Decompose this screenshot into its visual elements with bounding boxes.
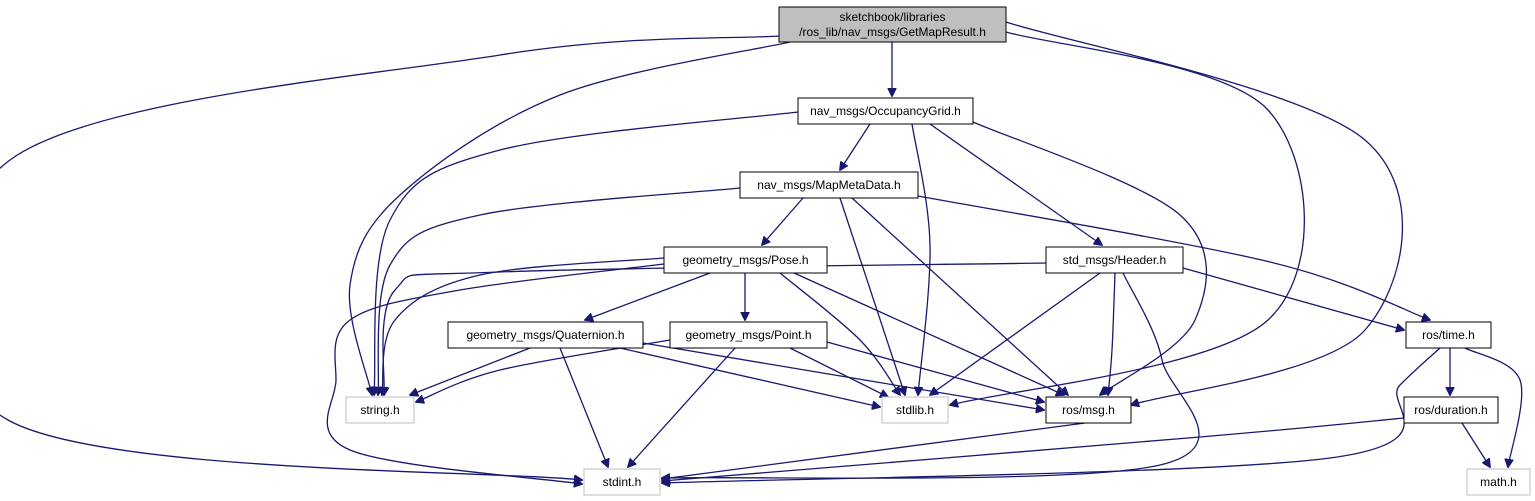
node-box xyxy=(1403,396,1499,424)
node-box xyxy=(1045,396,1132,424)
node-label: ros/duration.h xyxy=(1414,403,1487,417)
node-occupancy[interactable]: nav_msgs/OccupancyGrid.h xyxy=(797,97,974,125)
node-box xyxy=(739,171,919,199)
edge-occupancy-to-header xyxy=(929,123,1102,245)
node-box xyxy=(447,321,644,349)
node-mapmeta[interactable]: nav_msgs/MapMetaData.h xyxy=(739,171,919,199)
edge-header-to-stdint xyxy=(662,272,1200,478)
node-box xyxy=(663,246,828,274)
edge-root-to-stdlib xyxy=(950,31,1305,405)
node-label: nav_msgs/OccupancyGrid.h xyxy=(810,104,961,118)
edge-root-to-stdint xyxy=(0,35,780,480)
edge-pose-to-stdlib xyxy=(779,272,900,395)
edge-pose-to-msg xyxy=(793,272,1064,395)
edge-occupancy-to-mapmeta xyxy=(840,123,871,170)
node-box xyxy=(345,396,415,424)
node-root[interactable]: sketchbook/libraries/ros_lib/nav_msgs/Ge… xyxy=(778,6,1007,43)
edge-msg-to-stdint xyxy=(662,422,1086,479)
edge-occupancy-to-msg xyxy=(972,121,1208,395)
edge-header-to-string xyxy=(383,262,1047,395)
node-header[interactable]: std_msgs/Header.h xyxy=(1045,246,1184,274)
node-pose[interactable]: geometry_msgs/Pose.h xyxy=(663,246,828,274)
edge-quat-to-string xyxy=(410,347,531,395)
node-string[interactable]: string.h xyxy=(345,396,415,424)
node-label: stdint.h xyxy=(603,475,642,489)
edge-header-to-time xyxy=(1182,267,1404,330)
edge-root-to-string xyxy=(348,41,791,395)
edge-time-to-stdint xyxy=(662,347,1441,483)
node-box xyxy=(669,321,828,349)
node-label: geometry_msgs/Quaternion.h xyxy=(466,328,624,342)
edge-occupancy-to-string xyxy=(374,111,799,395)
node-quat[interactable]: geometry_msgs/Quaternion.h xyxy=(447,321,644,349)
node-box xyxy=(797,97,974,125)
edge-point-to-string xyxy=(416,339,671,402)
node-label: std_msgs/Header.h xyxy=(1063,253,1166,267)
node-label: geometry_msgs/Pose.h xyxy=(682,253,808,267)
edge-mapmeta-to-string xyxy=(378,187,741,395)
node-stdint[interactable]: stdint.h xyxy=(583,468,661,496)
node-time[interactable]: ros/time.h xyxy=(1405,321,1492,349)
edge-header-to-stdlib xyxy=(930,272,1101,395)
edge-header-to-msg xyxy=(1108,272,1116,395)
node-label: ros/time.h xyxy=(1422,328,1475,342)
node-label: stdlib.h xyxy=(896,403,934,417)
edge-time-to-math xyxy=(1464,347,1523,467)
node-label: ros/msg.h xyxy=(1062,403,1115,417)
edge-mapmeta-to-msg xyxy=(851,197,1068,395)
edge-duration-to-stdint xyxy=(662,417,1405,481)
edge-pose-to-stdint xyxy=(326,263,665,484)
edge-point-to-stdint xyxy=(628,347,736,467)
node-label: geometry_msgs/Point.h xyxy=(685,328,811,342)
edge-quat-to-msg xyxy=(642,342,1044,410)
node-label: string.h xyxy=(360,403,399,417)
node-label: math.h xyxy=(1480,475,1517,489)
edges-layer xyxy=(0,21,1523,484)
edge-quat-to-stdlib xyxy=(619,347,880,407)
node-msg[interactable]: ros/msg.h xyxy=(1045,396,1132,424)
edge-mapmeta-to-time xyxy=(917,195,1430,320)
node-label: /ros_lib/nav_msgs/GetMapResult.h xyxy=(799,25,986,39)
node-box xyxy=(778,6,1007,43)
edge-quat-to-stdint xyxy=(559,347,608,467)
node-duration[interactable]: ros/duration.h xyxy=(1403,396,1499,424)
node-label: nav_msgs/MapMetaData.h xyxy=(757,178,900,192)
node-math[interactable]: math.h xyxy=(1466,468,1531,496)
edge-point-to-msg xyxy=(826,341,1044,402)
nodes-layer: sketchbook/libraries/ros_lib/nav_msgs/Ge… xyxy=(345,6,1531,496)
node-box xyxy=(583,468,661,496)
edge-occupancy-to-stdlib xyxy=(911,123,931,395)
node-box xyxy=(1045,246,1184,274)
node-stdlib[interactable]: stdlib.h xyxy=(881,396,949,424)
edge-pose-to-quat xyxy=(585,272,711,320)
edge-mapmeta-to-stdlib xyxy=(839,197,905,395)
edge-mapmeta-to-pose xyxy=(762,197,804,245)
edge-point-to-stdlib xyxy=(789,347,888,397)
edge-root-to-msg xyxy=(1005,21,1404,405)
edge-duration-to-math xyxy=(1461,422,1490,467)
node-box xyxy=(881,396,949,424)
node-box xyxy=(1466,468,1531,496)
node-label: sketchbook/libraries xyxy=(839,10,945,24)
node-point[interactable]: geometry_msgs/Point.h xyxy=(669,321,828,349)
node-box xyxy=(1405,321,1492,349)
